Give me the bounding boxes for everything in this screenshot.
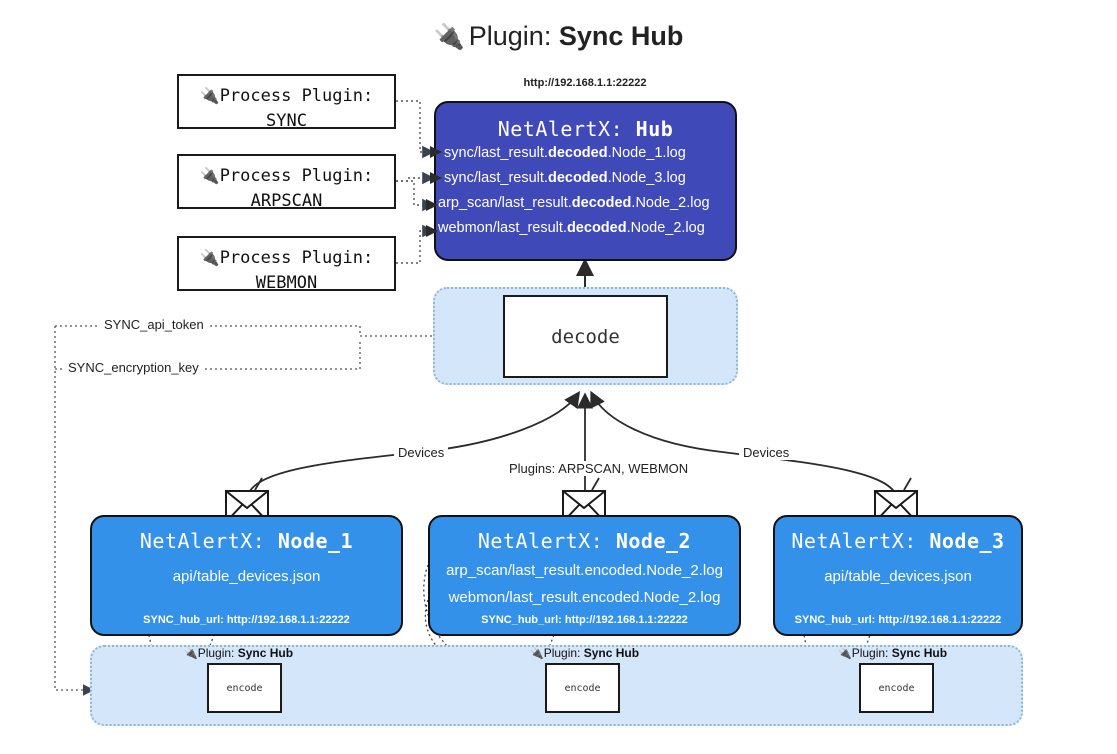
process-plugin-name: ARPSCAN bbox=[250, 191, 323, 211]
node-title: NetAlertX: Node_2 bbox=[430, 517, 739, 553]
hub-title-name: Hub bbox=[635, 117, 674, 141]
node-title-prefix: NetAlertX: bbox=[791, 529, 930, 553]
hub-log-line: sync/last_result.decoded.Node_3.log bbox=[436, 166, 735, 191]
node-resource-line: api/table_devices.json bbox=[172, 568, 321, 585]
bottom-plugin-prefix: Plugin: bbox=[851, 646, 892, 660]
process-plugin-arpscan[interactable]: 🔌Process Plugin: ARPSCAN bbox=[177, 154, 396, 211]
node-hub-url: SYNC_hub_url: http://192.168.1.1:22222 bbox=[143, 614, 350, 626]
hub-log-line: sync/last_result.decoded.Node_1.log bbox=[436, 141, 735, 166]
hub-title: NetAlertX: Hub bbox=[436, 103, 735, 141]
process-plugin-sync[interactable]: 🔌Process Plugin: SYNC bbox=[177, 74, 396, 131]
envelope-stubs bbox=[254, 477, 912, 491]
bottom-plugin-title: Sync Hub bbox=[237, 646, 294, 660]
plug-icon: 🔌 bbox=[838, 648, 852, 660]
log-mid: decoded bbox=[547, 145, 608, 161]
node-1[interactable]: NetAlertX: Node_1 api/table_devices.json… bbox=[90, 515, 403, 636]
log-post: .Node_1.log bbox=[607, 145, 686, 161]
node-3[interactable]: NetAlertX: Node_3 api/table_devices.json… bbox=[773, 515, 1023, 636]
process-plugin-name: WEBMON bbox=[255, 273, 318, 293]
log-mid: decoded bbox=[571, 195, 632, 211]
node-title-prefix: NetAlertX: bbox=[477, 529, 616, 553]
bottom-plugin-label-2: 🔌Plugin: Sync Hub bbox=[530, 646, 639, 660]
node-title-prefix: NetAlertX: bbox=[139, 529, 278, 553]
hub-title-prefix: NetAlertX: bbox=[497, 117, 636, 141]
log-post: .Node_2.log bbox=[626, 220, 705, 236]
hub-log-line: webmon/last_result.decoded.Node_2.log bbox=[436, 216, 735, 241]
process-plugin-webmon[interactable]: 🔌Process Plugin: WEBMON bbox=[177, 236, 396, 293]
sync-encryption-key-label: SYNC_encryption_key bbox=[64, 360, 203, 375]
node-title-name: Node_2 bbox=[615, 529, 692, 553]
bottom-plugin-prefix: Plugin: bbox=[543, 646, 584, 660]
bottom-plugin-label-1: 🔌Plugin: Sync Hub bbox=[184, 646, 293, 660]
node-resource-line: arp_scan/last_result.encoded.Node_2.log bbox=[446, 562, 723, 579]
node-2[interactable]: NetAlertX: Node_2 arp_scan/last_result.e… bbox=[428, 515, 741, 636]
node-title: NetAlertX: Node_1 bbox=[92, 517, 401, 553]
hub-log-line: arp_scan/last_result.decoded.Node_2.log bbox=[436, 191, 735, 216]
process-plugin-name: SYNC bbox=[266, 111, 307, 131]
log-mid: decoded bbox=[566, 220, 627, 236]
log-mid: decoded bbox=[547, 170, 608, 186]
sync-api-token-label: SYNC_api_token bbox=[100, 317, 208, 332]
node-to-decode-edges bbox=[246, 390, 898, 501]
log-prefix: arp_scan/last_result. bbox=[438, 195, 572, 211]
process-plugin-label: Process Plugin: bbox=[219, 86, 374, 106]
bottom-plugin-label-3: 🔌Plugin: Sync Hub bbox=[838, 646, 947, 660]
hub-inbound-arrowheads bbox=[426, 146, 442, 237]
process-plugin-label: Process Plugin: bbox=[219, 248, 374, 268]
hub-url-label: http://192.168.1.1:22222 bbox=[523, 77, 647, 89]
encode-box-1[interactable]: encode bbox=[207, 663, 282, 713]
node-title: NetAlertX: Node_3 bbox=[775, 517, 1021, 553]
encode-box-3[interactable]: encode bbox=[859, 663, 934, 713]
log-prefix: sync/last_result. bbox=[444, 170, 548, 186]
node-hub-url: SYNC_hub_url: http://192.168.1.1:22222 bbox=[794, 614, 1002, 626]
node-resource-line: api/table_devices.json bbox=[824, 568, 972, 585]
edge-label-devices-right: Devices bbox=[739, 445, 794, 460]
process-plugin-label: Process Plugin: bbox=[219, 166, 374, 186]
plug-icon: 🔌 bbox=[433, 23, 465, 51]
plug-icon: 🔌 bbox=[199, 166, 220, 185]
log-prefix: sync/last_result. bbox=[444, 145, 548, 161]
decode-box[interactable]: decode bbox=[503, 295, 668, 378]
page-title: 🔌Plugin: Sync Hub bbox=[0, 16, 1117, 57]
node-resource-line: webmon/last_result.encoded.Node_2.log bbox=[448, 589, 721, 606]
bottom-plugin-title: Sync Hub bbox=[891, 646, 948, 660]
page-title-prefix: Plugin: bbox=[468, 21, 559, 51]
plug-icon: 🔌 bbox=[199, 86, 220, 105]
node-title-name: Node_1 bbox=[277, 529, 354, 553]
page-title-name: Sync Hub bbox=[558, 21, 684, 51]
hub-node[interactable]: NetAlertX: Hub sync/last_result.decoded.… bbox=[434, 101, 737, 261]
plug-icon: 🔌 bbox=[530, 648, 544, 660]
plug-icon: 🔌 bbox=[199, 248, 220, 267]
edge-label-plugins-center: Plugins: ARPSCAN, WEBMON bbox=[505, 461, 693, 476]
edge-label-devices-left: Devices bbox=[394, 445, 449, 460]
bottom-plugin-prefix: Plugin: bbox=[197, 646, 238, 660]
log-post: .Node_2.log bbox=[631, 195, 710, 211]
plug-icon: 🔌 bbox=[184, 648, 198, 660]
node-hub-url: SYNC_hub_url: http://192.168.1.1:22222 bbox=[481, 614, 688, 626]
log-prefix: webmon/last_result. bbox=[438, 220, 567, 236]
node-title-name: Node_3 bbox=[929, 529, 1005, 553]
encode-box-2[interactable]: encode bbox=[545, 663, 620, 713]
bottom-plugin-title: Sync Hub bbox=[583, 646, 640, 660]
log-post: .Node_3.log bbox=[607, 170, 686, 186]
